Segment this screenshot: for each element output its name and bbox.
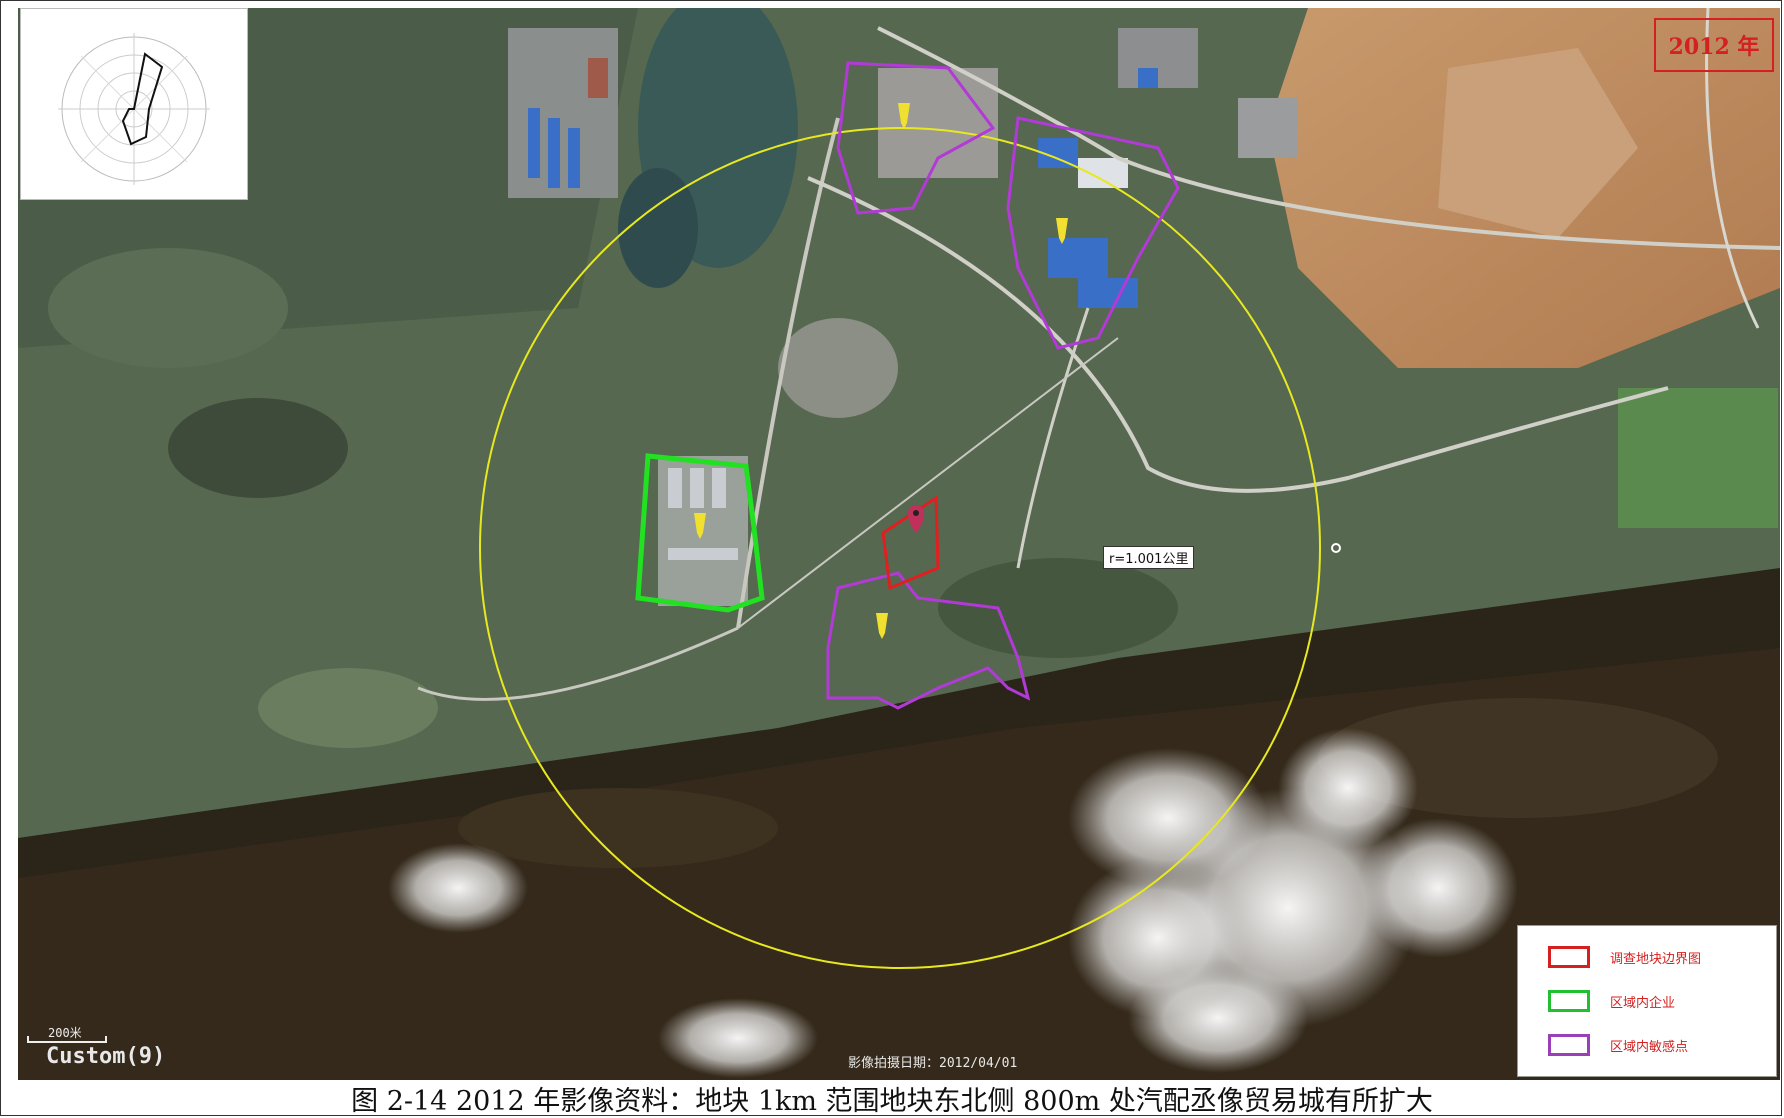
capture-date: 影像拍摄日期：2012/04/01	[848, 1056, 1018, 1071]
sensitive-area-northeast[interactable]	[1006, 116, 1180, 350]
custom-label: Custom(9)	[46, 1044, 166, 1069]
enterprise-area[interactable]	[635, 453, 765, 613]
sensitive-swatch	[1548, 1034, 1590, 1056]
legend-item-enterprise: 区域内企业	[1548, 988, 1675, 1014]
scale-label: 200米	[48, 1026, 82, 1040]
pin-icon[interactable]	[876, 613, 888, 639]
pin-icon[interactable]	[898, 103, 910, 129]
wind-rose-inset	[20, 8, 248, 200]
pin-icon[interactable]	[1056, 218, 1068, 244]
map-imagery	[18, 8, 1780, 1080]
legend-item-sensitive: 区域内敏感点	[1548, 1032, 1688, 1058]
enterprise-swatch	[1548, 990, 1590, 1012]
year-label: 2012 年	[1654, 18, 1774, 72]
radius-label: r=1.001公里	[1103, 546, 1195, 569]
sensitive-area-south[interactable]	[826, 571, 1031, 710]
wind-rose-chart	[58, 33, 210, 185]
pin-icon[interactable]	[694, 513, 706, 539]
plot-pin-icon[interactable]	[908, 505, 924, 533]
radius-circle	[479, 127, 1321, 969]
legend-label: 区域内企业	[1610, 995, 1676, 1011]
boundary-swatch	[1548, 946, 1590, 968]
map-legend: 调查地块边界图 区域内企业 区域内敏感点	[1517, 925, 1777, 1077]
sensitive-area-north[interactable]	[836, 61, 996, 215]
legend-item-boundary: 调查地块边界图	[1548, 944, 1701, 970]
satellite-map[interactable]: r=1.001公里 200米 Custom(9) 影像拍摄日期：2012/04/…	[18, 8, 1780, 1080]
figure-caption: 图 2-14 2012 年影像资料：地块 1km 范围地块东北侧 800m 处汽…	[351, 1085, 1433, 1117]
legend-label: 调查地块边界图	[1610, 951, 1702, 967]
legend-label: 区域内敏感点	[1610, 1039, 1689, 1055]
